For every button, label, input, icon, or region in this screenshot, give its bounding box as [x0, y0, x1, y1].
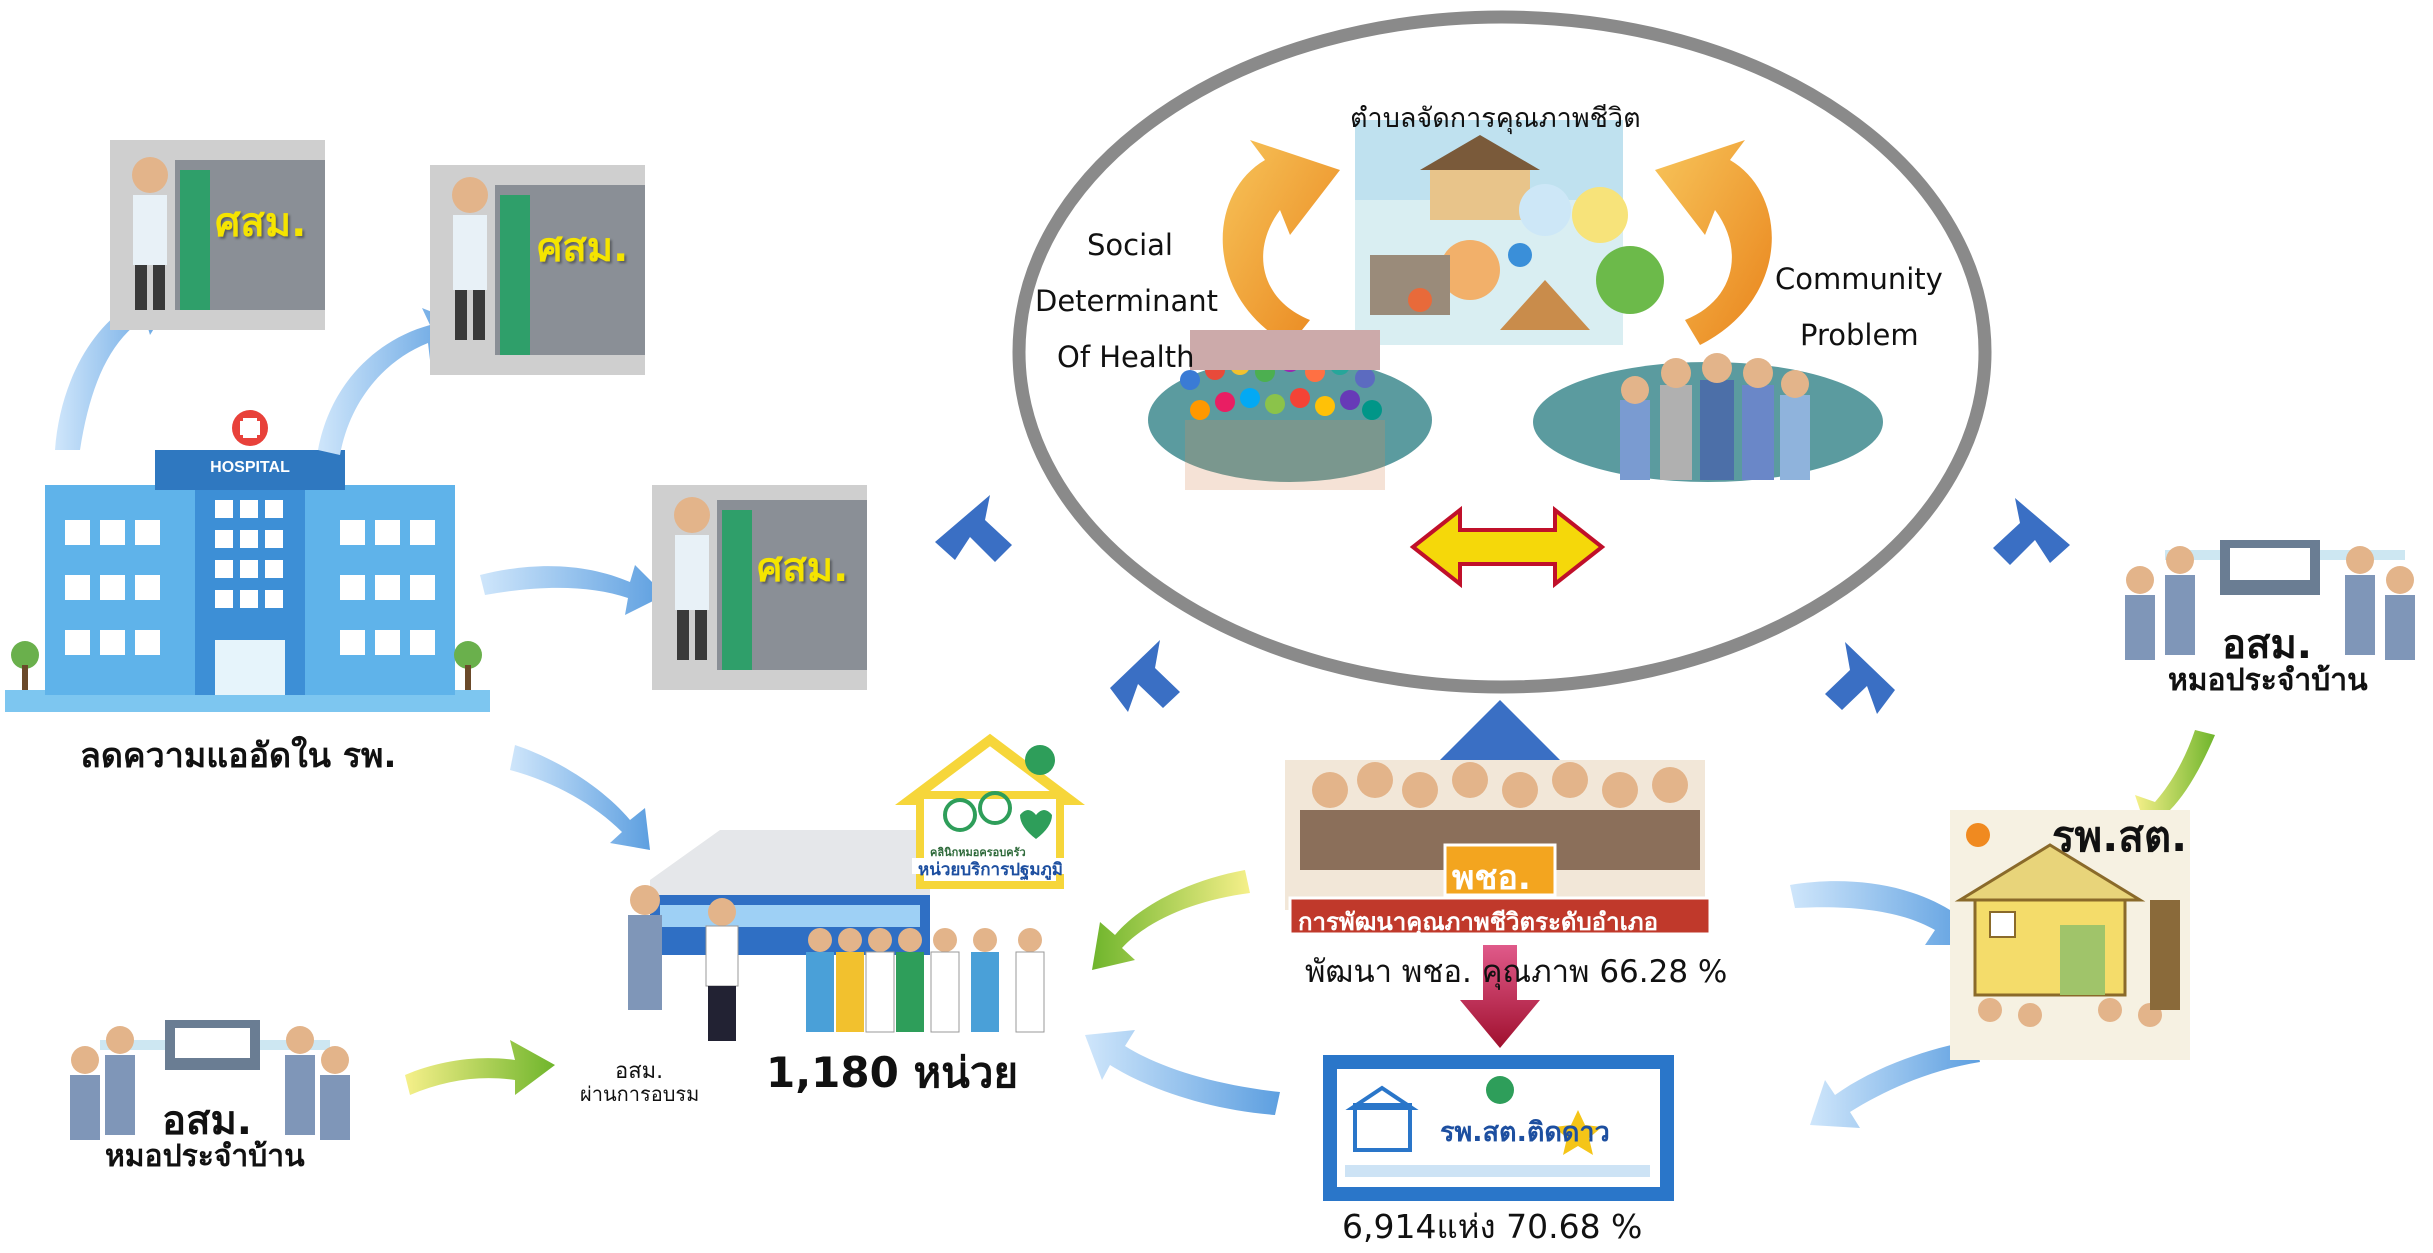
light-arrow-icon — [1810, 1040, 1980, 1128]
star-phc-sign-icon — [1323, 1055, 1674, 1201]
health-center-label: ศสม. — [215, 200, 307, 246]
village-volunteers-icon — [70, 1020, 350, 1140]
clinic-logo-line1: คลินิกหมอครอบครัว — [930, 846, 1026, 859]
village-volunteers-icon — [2125, 540, 2415, 660]
district-banner-label: การพัฒนาคุณภาพชีวิตระดับอำเภอ — [1298, 908, 1658, 936]
volunteer-subtitle: หมอประจำบ้าน — [2168, 663, 2368, 698]
trained-volunteer-line1: อสม. — [615, 1059, 664, 1084]
community-node-label: ชุมชน — [1245, 561, 1321, 594]
crowd-icon — [1148, 330, 1432, 490]
blue-arrow-icon — [1993, 498, 2070, 565]
family-icon — [1533, 353, 1883, 482]
blue-arrow-icon — [1110, 640, 1180, 712]
health-center-icon — [430, 165, 645, 375]
house-icon — [1950, 810, 2190, 1060]
hospital-icon — [5, 410, 490, 712]
blue-arrow-icon — [935, 495, 1012, 562]
social-determinant-line1: Social — [1087, 228, 1173, 262]
health-center-icon — [110, 140, 325, 330]
community-problem-line2: Problem — [1800, 318, 1919, 352]
social-determinant-line2: Determinant — [1035, 284, 1219, 318]
district-badge-label: พชอ. — [1452, 858, 1531, 898]
social-determinant-line3: Of Health — [1057, 340, 1195, 374]
green-arrow-icon — [1092, 870, 1250, 970]
clinic-logo-line2: หน่วยบริการปฐมภูมิ — [918, 860, 1064, 880]
community-problem-line1: Community — [1775, 262, 1943, 296]
light-arrow-icon — [1790, 881, 1975, 945]
community-illustration-icon — [1355, 120, 1664, 345]
health-center-label: ศสม. — [537, 225, 629, 271]
volunteer-subtitle: หมอประจำบ้าน — [105, 1139, 305, 1174]
volunteer-title: อสม. — [162, 1098, 252, 1144]
hospital-caption: ลดความแออัดใน รพ. — [80, 736, 397, 776]
green-arrow-icon — [405, 1040, 555, 1095]
trained-volunteer-line2: ผ่านการอบรม — [580, 1082, 700, 1106]
health-staff-group-icon — [628, 885, 1045, 1041]
primary-care-count: 1,180 หน่วย — [766, 1048, 1019, 1097]
light-arrow-icon — [55, 285, 175, 450]
family-node-label: บุคคลและครอบครัว — [1598, 555, 1830, 586]
star-phc-sign-label: รพ.สต.ติดดาว — [1440, 1117, 1610, 1148]
curved-arrow-left-icon — [1222, 140, 1340, 345]
health-center-label: ศสม. — [757, 545, 849, 591]
star-icon — [1554, 1110, 1602, 1155]
district-caption: พัฒนา พชอ. คุณภาพ 66.28 % — [1305, 954, 1728, 990]
volunteer-title: อสม. — [2222, 622, 2312, 668]
double-arrow-icon — [1409, 505, 1606, 589]
light-arrow-icon — [510, 745, 650, 850]
light-arrow-icon — [318, 308, 465, 455]
hospital-sign-label: HOSPITAL — [210, 459, 290, 476]
red-arrow-down-icon — [1460, 945, 1540, 1048]
curved-arrow-right-icon — [1655, 140, 1772, 345]
health-center-icon — [652, 485, 867, 690]
phc-title: รพ.สต. — [2052, 812, 2188, 861]
light-arrow-icon — [480, 565, 665, 615]
district-people-icon — [1285, 760, 1705, 910]
blue-arrow-icon — [1825, 642, 1895, 714]
star-phc-caption: 6,914แห่ง 70.68 % — [1342, 1207, 1643, 1246]
light-arrow-icon — [1085, 1030, 1280, 1115]
circle-title: ตำบลจัดการคุณภาพชีวิต — [1350, 103, 1641, 134]
district-badge — [1443, 843, 1557, 897]
clinic-logo-icon — [895, 733, 1085, 889]
district-banner — [1288, 896, 1712, 936]
